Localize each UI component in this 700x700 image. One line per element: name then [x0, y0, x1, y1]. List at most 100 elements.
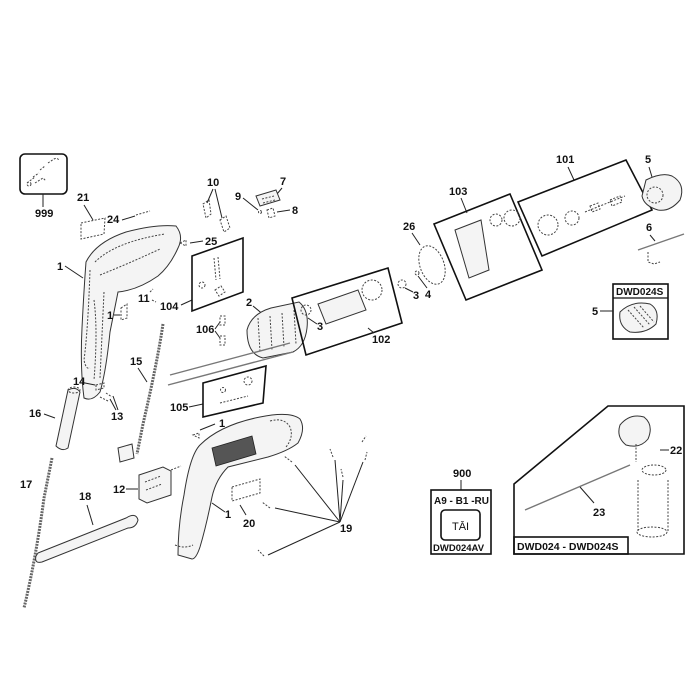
grip-window [211, 435, 257, 467]
part-label-104: 104 [160, 301, 179, 313]
switch-12 [138, 466, 172, 504]
part-4-group[interactable]: 4 [414, 270, 432, 301]
part-label-22: 22 [670, 445, 682, 457]
part-102-group[interactable]: 102 [291, 266, 407, 357]
part-104-box [191, 236, 244, 313]
chuck-5 [641, 174, 683, 211]
kit-model: DWD024AV [433, 543, 485, 554]
part-2-group[interactable]: 2 [246, 297, 308, 359]
part-label-103: 103 [449, 186, 467, 198]
part-21-group[interactable]: 21 [77, 192, 106, 240]
part-102-box [291, 266, 403, 357]
cable-sleeve-16 [55, 387, 81, 451]
part-1a-group[interactable]: 1 [57, 261, 84, 279]
part-10-group[interactable]: 10 [202, 177, 231, 233]
screws-19 [257, 435, 368, 557]
chuck-variant-title: DWD024S [616, 287, 664, 298]
part-20-group[interactable]: 20 [231, 478, 261, 530]
chuck-variant-box[interactable]: DWD024S [612, 283, 669, 340]
part-11-group[interactable]: 11 [138, 288, 157, 305]
part-label-10: 10 [207, 177, 219, 189]
part-label-18: 18 [79, 491, 91, 503]
part-12-group[interactable]: 12 [113, 465, 182, 504]
power-cable-15 [135, 323, 165, 455]
keyless-chuck-5 [619, 302, 658, 333]
part-1c-group[interactable]: 1 [191, 418, 225, 439]
part-106-group[interactable]: 106 [196, 315, 226, 346]
part-13-group[interactable]: 13 [99, 392, 123, 423]
gearcase-103 [454, 219, 490, 279]
part-label-15: 15 [130, 356, 142, 368]
part-105-group[interactable]: 105 [170, 364, 267, 419]
part-label-13: 13 [111, 411, 123, 423]
part-label-5a: 5 [645, 154, 651, 166]
part-label-3b: 3 [413, 290, 419, 302]
part-14-group[interactable]: 14 [73, 376, 105, 391]
part-17-group[interactable]: 17 [20, 457, 54, 609]
part-label-9: 9 [235, 191, 241, 203]
wrench-set-icon [26, 157, 60, 187]
part-15-group[interactable]: 15 [117, 323, 165, 463]
part-label-16: 16 [29, 408, 41, 420]
part-26-group[interactable]: 26 [403, 221, 450, 288]
part-999-group[interactable]: 999 [19, 153, 68, 220]
part-label-5b: 5 [592, 306, 598, 318]
depth-rod-23 [524, 464, 631, 511]
part-5b-group[interactable]: 5 [592, 306, 613, 318]
part-22-group[interactable]: 22 [660, 445, 682, 457]
side-handle-variant-box[interactable]: DWD024 - DWD024S [513, 405, 685, 555]
part-5a-group[interactable]: 5 [641, 154, 683, 211]
part-label-106: 106 [196, 324, 214, 336]
wire-set [167, 342, 294, 386]
part-label-4: 4 [425, 289, 432, 301]
part-label-20: 20 [243, 518, 255, 530]
bracket-10 [202, 199, 231, 233]
part-19-group[interactable]: 19 [257, 435, 368, 557]
part-label-21: 21 [77, 192, 89, 204]
part-3a-group[interactable]: 3 [317, 321, 323, 333]
cord-17 [22, 457, 54, 609]
part-label-26: 26 [403, 221, 415, 233]
part-103-box [432, 192, 544, 302]
part-1d-group[interactable]: 1 [211, 502, 231, 521]
kit-icon-frame [440, 509, 481, 541]
stator-2 [246, 301, 308, 359]
kit-box [430, 489, 492, 555]
part-6-group[interactable]: 6 [637, 222, 685, 265]
part-104-group[interactable]: 104 [160, 236, 244, 313]
part-16-group[interactable]: 16 [29, 386, 81, 451]
part-105-box [202, 364, 267, 419]
part-1b-group[interactable]: 1 [107, 303, 128, 322]
part-label-7: 7 [280, 176, 286, 188]
chuck-key-6 [637, 233, 685, 251]
part-label-101: 101 [556, 154, 574, 166]
part-101-box [516, 158, 654, 258]
part-25-clip [178, 239, 187, 247]
part-label-1a: 1 [57, 261, 63, 273]
part-103-group[interactable]: 103 [432, 186, 544, 302]
part-24-group[interactable]: 24 [107, 210, 151, 226]
part-label-25: 25 [205, 236, 217, 248]
side-handle-variant-title: DWD024 - DWD024S [517, 541, 619, 553]
part-label-23: 23 [593, 507, 605, 519]
part-3b-group[interactable]: 3 [404, 287, 419, 302]
part-900-group[interactable]: 900 A9 - B1 -RU TĀI DWD024AV [430, 468, 492, 555]
armature-102 [317, 289, 367, 325]
part-label-2: 2 [246, 297, 252, 309]
part-9-group[interactable]: 9 [235, 191, 262, 214]
part-101-group[interactable]: 101 [516, 154, 654, 258]
part-8-group[interactable]: 8 [266, 205, 298, 219]
part-7-group[interactable]: 7 [255, 176, 286, 207]
housing-half-right[interactable] [174, 413, 304, 560]
part-label-105: 105 [170, 402, 188, 414]
housing-half-left[interactable] [80, 225, 182, 400]
switch-7 [255, 189, 281, 207]
part-25-group[interactable]: 25 [178, 236, 217, 248]
cover-20 [231, 478, 261, 502]
part-label-8: 8 [292, 205, 298, 217]
part-label-6: 6 [646, 222, 652, 234]
part-23-group[interactable]: 23 [579, 486, 605, 519]
part-18-group[interactable]: 18 [35, 491, 139, 563]
screw-24 [135, 210, 151, 216]
